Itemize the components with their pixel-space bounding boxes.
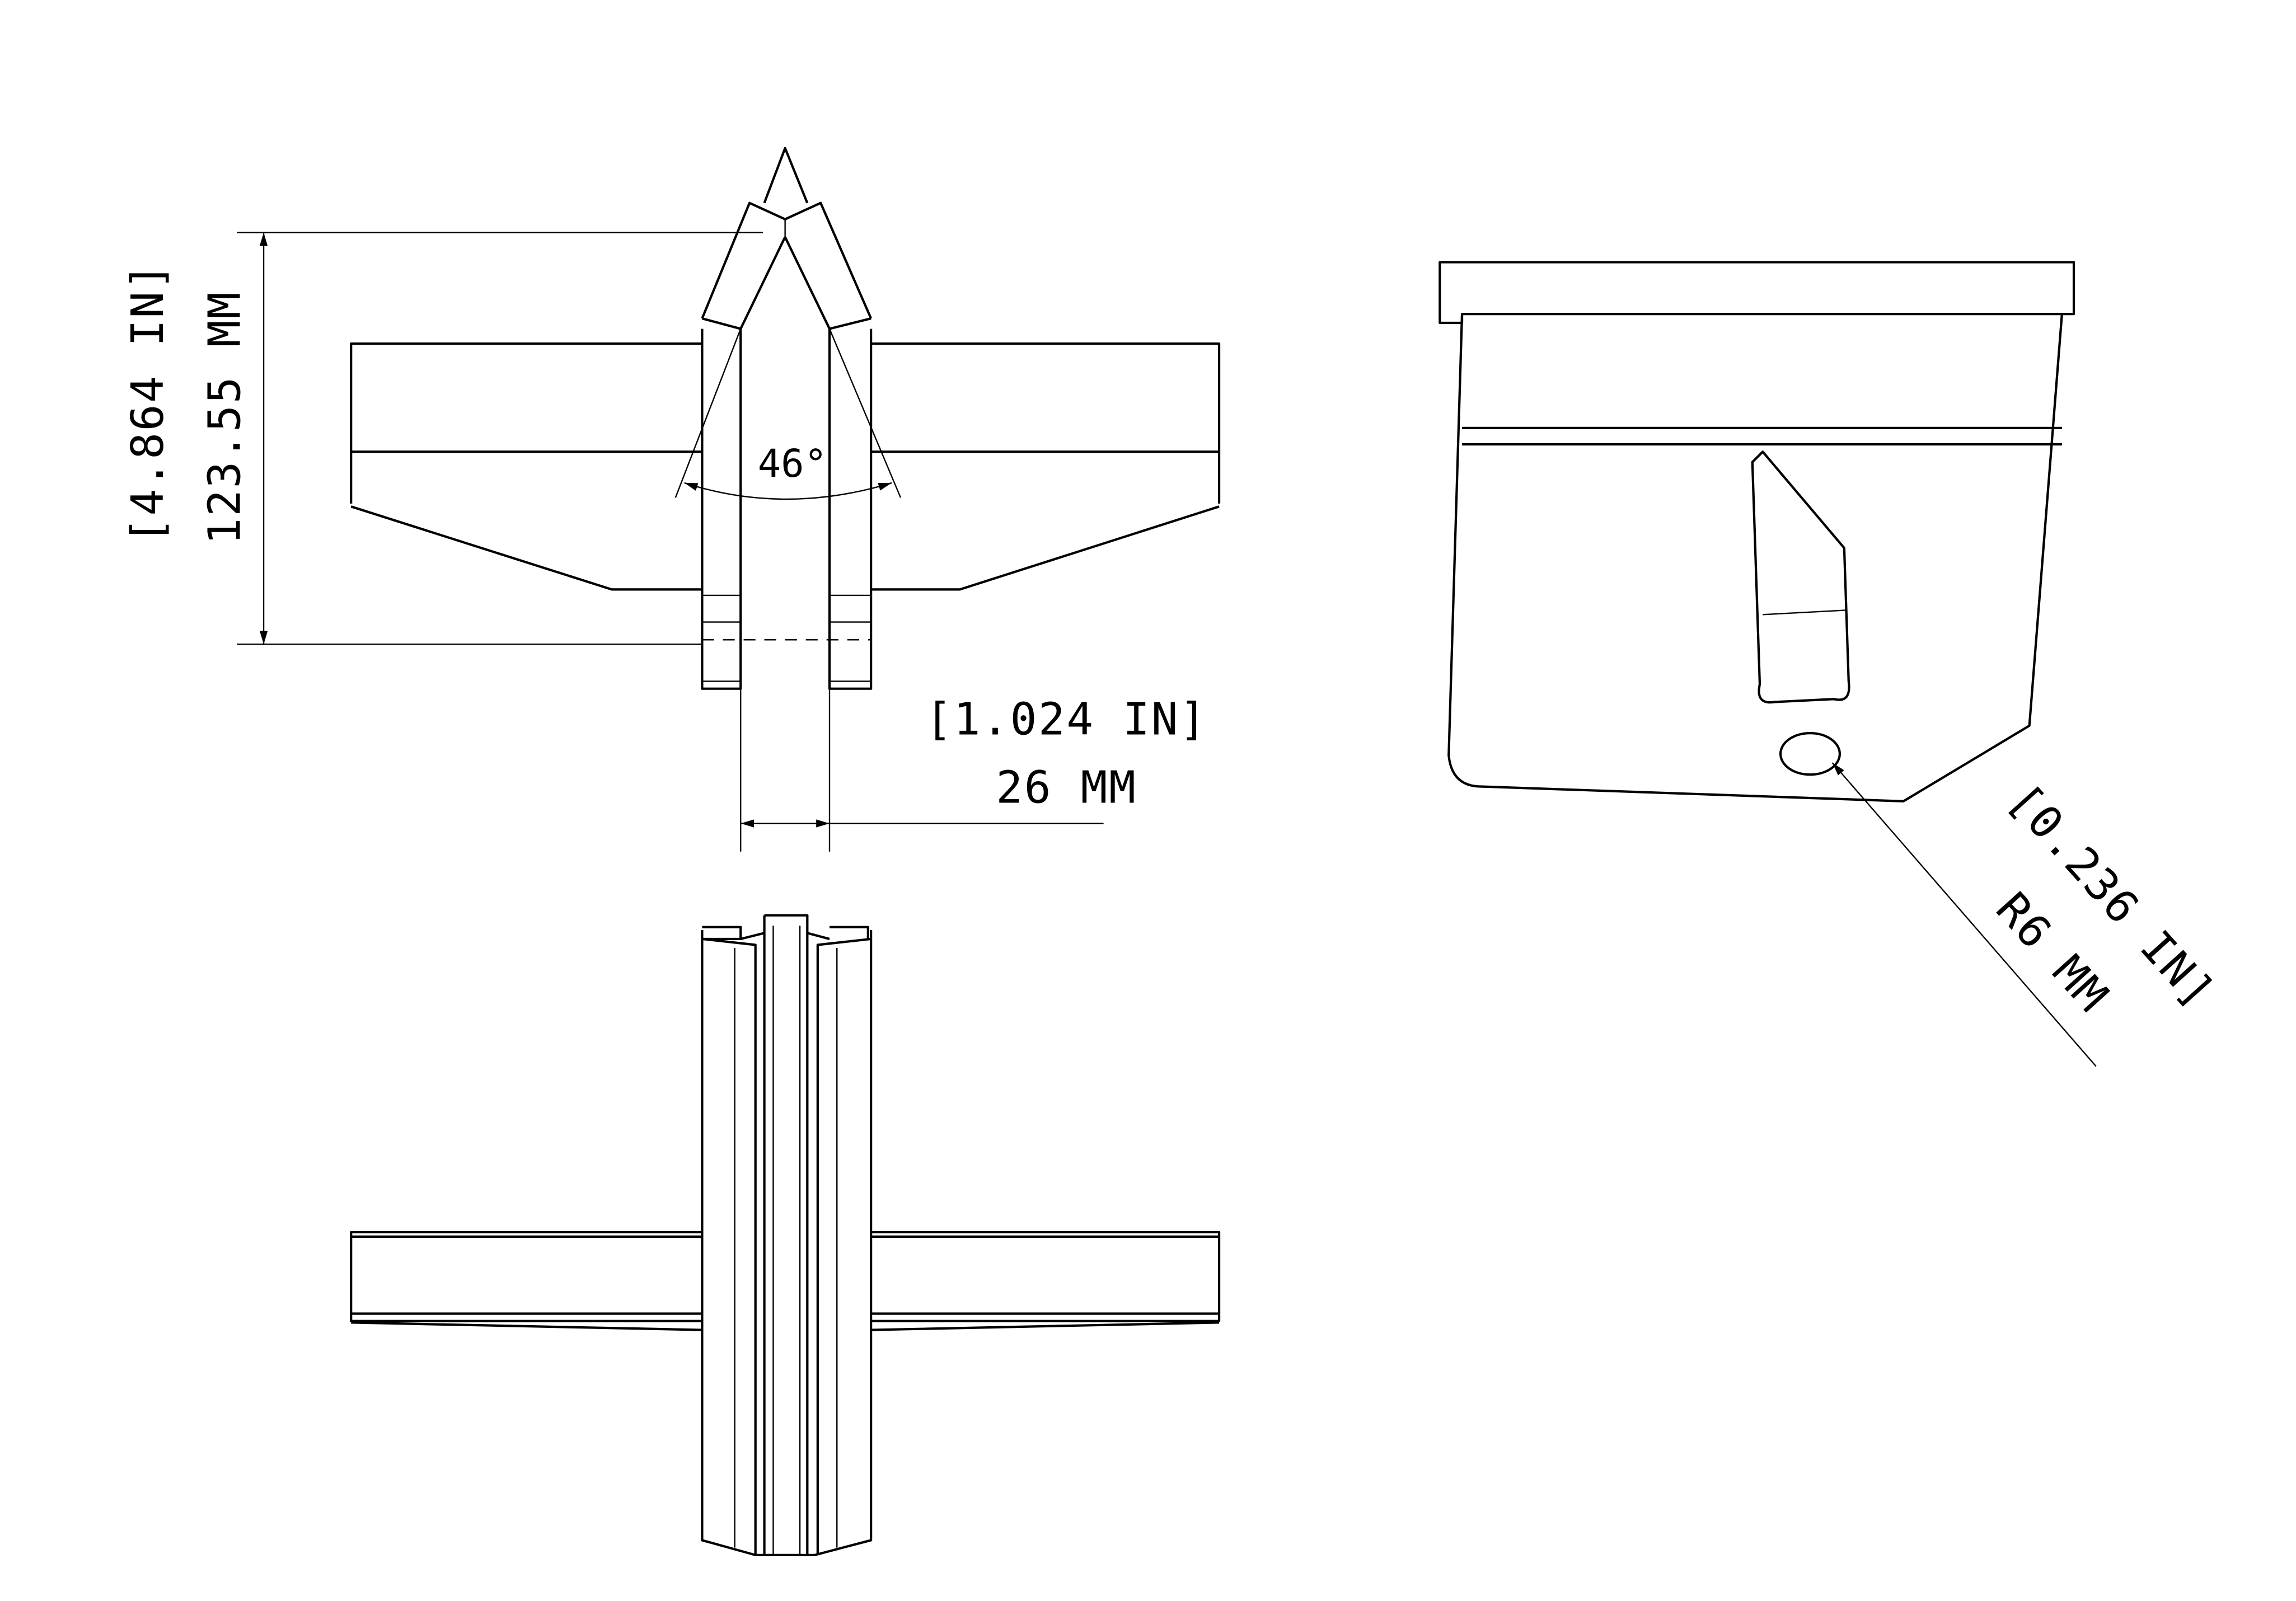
width-mm-label: 26 MM xyxy=(996,761,1137,813)
prongs xyxy=(701,147,873,690)
bottom-view xyxy=(350,914,1221,1556)
height-inches-label: [4.864 IN] xyxy=(121,262,174,544)
wings xyxy=(350,342,1221,591)
width-inches-label: [1.024 IN] xyxy=(925,693,1207,745)
angle-dimension: 46° xyxy=(674,328,902,500)
front-view: [4.864 IN] 123.55 MM 46° [1.024 IN] 26 M… xyxy=(121,147,1221,852)
height-mm-label: 123.55 MM xyxy=(199,290,251,544)
mounting-hole xyxy=(1779,731,1842,776)
slot xyxy=(1751,450,1850,704)
angle-label: 46° xyxy=(758,442,827,486)
width-dimension: [1.024 IN] 26 MM xyxy=(740,688,1207,852)
height-dimension: [4.864 IN] 123.55 MM xyxy=(121,232,871,645)
side-view: [0.236 IN] R6 MM xyxy=(1438,261,2225,1067)
